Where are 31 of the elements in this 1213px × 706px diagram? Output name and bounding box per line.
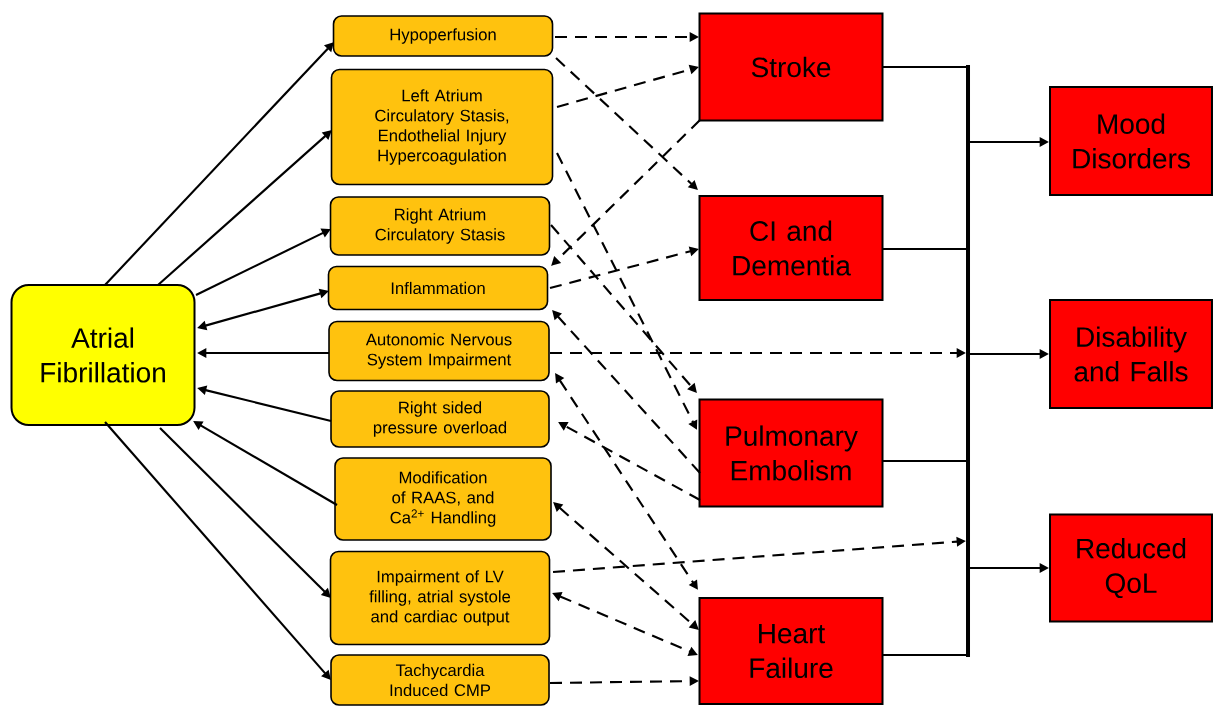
connector-line [883,247,966,251]
arrow [104,42,334,286]
mechanism-box: Modification of RAAS, and Ca$^{2+}$ Handling [334,457,552,541]
arrow [555,373,698,590]
arrow [553,502,699,630]
mechanism-box: Inflammation [327,265,549,311]
mechanism-box: Hypoperfusion [332,15,554,57]
mechanism-box: Right sided pressure overload [330,390,550,448]
arrow [550,224,697,393]
outcome-box: CI and Dementia [698,195,884,301]
arrow [157,130,332,286]
connector-line [883,65,966,69]
mechanism-box: Impairment of LV filling, atrial systole and cardiac output [329,550,551,646]
outcome-box: Pulmonary Embolism [698,398,884,508]
arrow [159,427,331,598]
outcome-box: Disability and Falls [1049,299,1213,409]
connector-line [883,459,966,463]
mechanism-box: Left Atrium Circulatory Stasis, Endothelial Injury Hypercoagulation [330,68,554,186]
connector-line [883,653,966,657]
arrow [552,310,701,474]
arrow [555,57,698,190]
outcome-box: Stroke [698,12,884,122]
outcome-box: Reduced QoL [1049,513,1213,623]
arrow [104,421,331,680]
outcome-box: Heart Failure [698,597,884,705]
mechanism-box: Autonomic Nervous System Impairment [328,320,550,382]
mechanism-box: Right Atrium Circulatory Stasis [329,196,551,256]
outcome-box: Mood Disorders [1049,86,1213,196]
cause-box: Atrial Fibrillation [10,284,196,426]
mechanism-box: Tachycardia Induced CMP [330,654,550,706]
arrow [551,119,701,266]
